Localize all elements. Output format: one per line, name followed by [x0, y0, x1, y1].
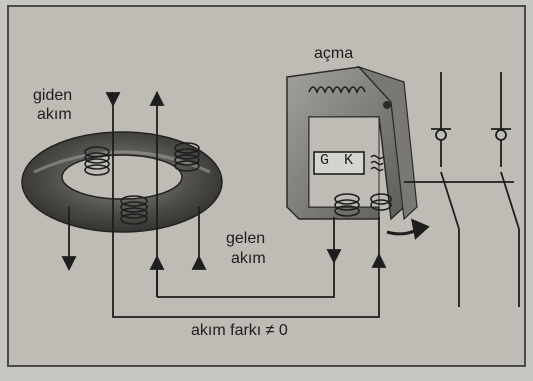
arrow-down-left: [61, 256, 77, 272]
toroid-winding-right: [174, 142, 200, 172]
toroid-winding-bottom: [120, 195, 148, 225]
label-incoming-line2: akım: [231, 250, 266, 267]
trip-device: [286, 65, 418, 221]
trip-spring: [308, 86, 366, 95]
gk-sensor-box: [313, 151, 365, 175]
arrow-down-top-left: [105, 92, 121, 108]
output-arrow-icon: [386, 218, 430, 240]
label-outgoing-line2: akım: [37, 106, 72, 123]
arrow-up-mid: [149, 254, 165, 270]
switch-contacts: [404, 72, 520, 307]
label-trip: açma: [314, 45, 354, 62]
label-incoming-line1: gelen: [226, 230, 266, 247]
toroid-winding-left: [84, 146, 110, 176]
arrow-up-top-right: [149, 90, 165, 106]
conductor-lines: [61, 90, 207, 299]
difference-loop: [112, 262, 380, 318]
label-sensor: G K: [320, 152, 357, 169]
arrow-up-right: [191, 254, 207, 270]
device-coil-left: [334, 193, 360, 217]
rcd-diagram-panel: giden akım gelen akım açma G K akım fark…: [7, 5, 526, 367]
device-coil-right: [370, 193, 392, 211]
diagram-drawing: [21, 65, 520, 318]
waves-icon: [370, 154, 384, 172]
label-outgoing-line1: giden: [33, 87, 73, 104]
label-difference: akım farkı ≠ 0: [191, 322, 288, 339]
device-leads: [326, 217, 387, 268]
